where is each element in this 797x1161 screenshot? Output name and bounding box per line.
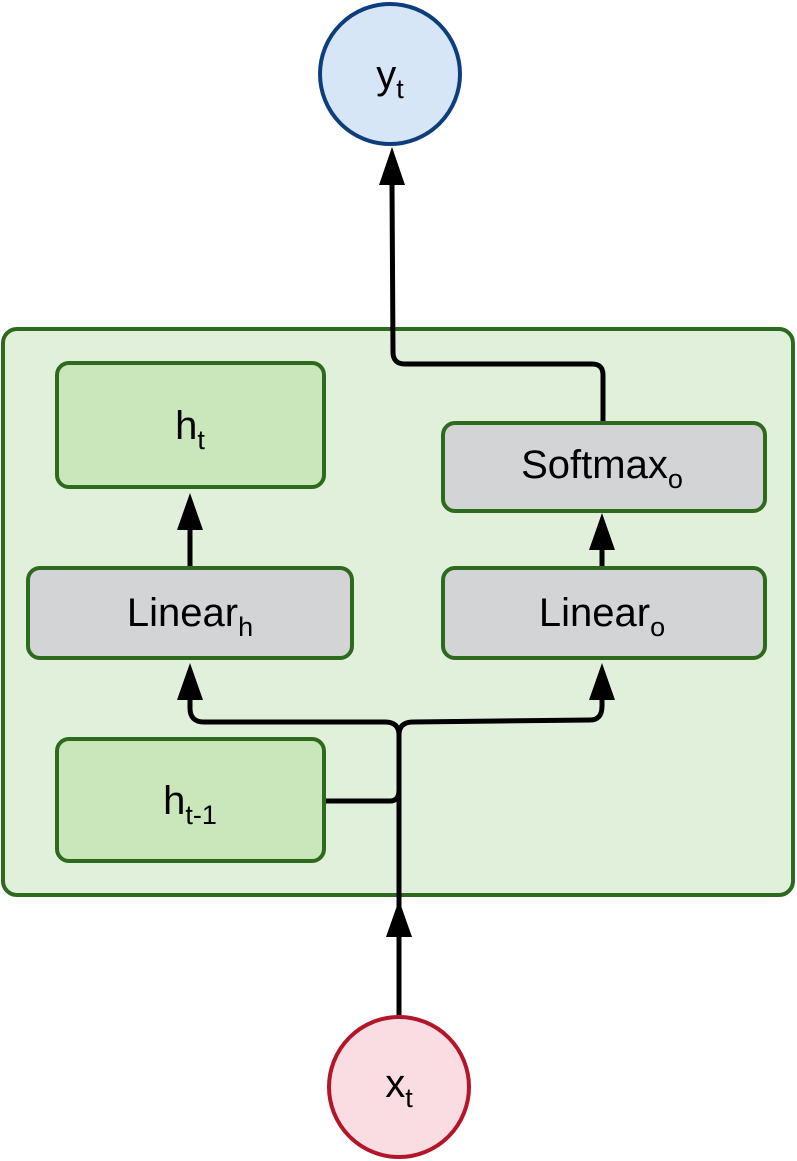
linear-o-box [441, 566, 767, 660]
hidden-state-current-label: ht [175, 404, 205, 455]
arrowhead-softmax [589, 513, 615, 550]
edge-softmax-to-output [389, 184, 606, 423]
edge-junction-to-linear-o [396, 700, 605, 736]
hidden-state-prev-label: ht-1 [163, 779, 217, 830]
arrowhead-output [379, 147, 405, 185]
hidden-state-current-box [55, 361, 326, 489]
edge-hprev-to-trunk [326, 789, 402, 804]
input-label: xt [385, 1062, 413, 1113]
output-label: yt [376, 53, 404, 104]
softmax-o-box [441, 421, 767, 513]
arrowhead-linear-o [589, 663, 615, 700]
arrowhead-linear-h [177, 663, 203, 700]
output-node [318, 2, 462, 146]
hidden-state-prev-box [55, 737, 326, 863]
arrowhead-ht [177, 493, 203, 530]
input-node [327, 1015, 471, 1159]
edge-junction-to-linear-h [187, 700, 402, 736]
linear-h-label: Linearh [127, 591, 253, 642]
linear-o-label: Linearo [539, 591, 665, 642]
arrowheads [177, 147, 615, 937]
linear-h-box [26, 566, 354, 660]
arrowhead-into-cell [386, 900, 412, 937]
softmax-o-label: Softmaxo [521, 443, 683, 494]
